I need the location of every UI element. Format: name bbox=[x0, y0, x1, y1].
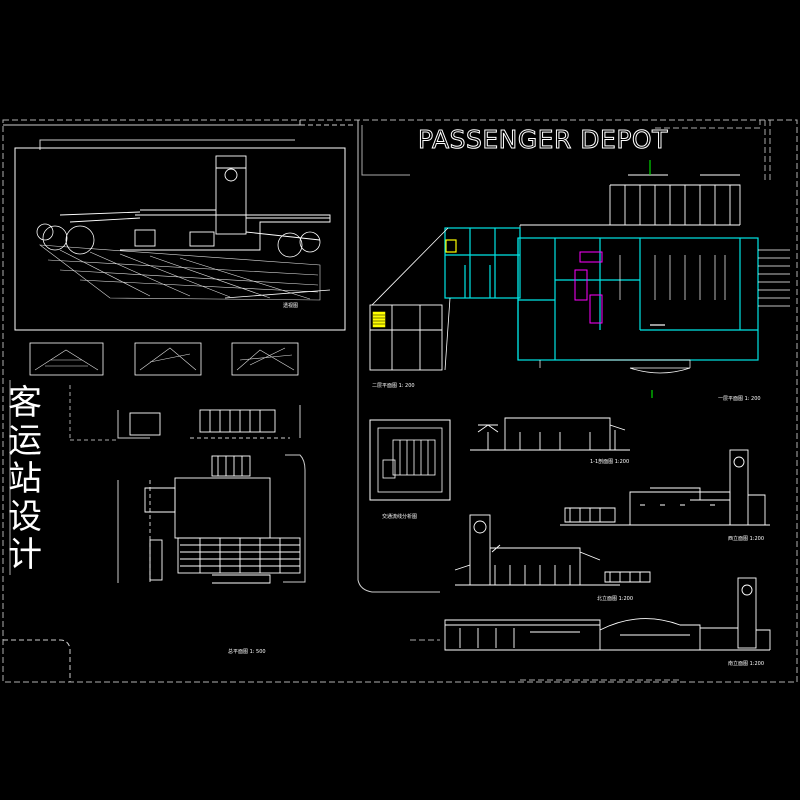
label-elev-south: 南立面图 1:200 bbox=[728, 661, 764, 667]
label-site-plan: 总平面图 1: 500 bbox=[228, 649, 266, 655]
title-char-3: 站 bbox=[8, 459, 42, 499]
label-traffic: 交通流线分析图 bbox=[382, 514, 418, 520]
label-perspective: 透视图 bbox=[283, 303, 299, 309]
label-plan-2f: 二层平面图 1: 200 bbox=[372, 383, 415, 389]
label-elev-north: 北立面图 1:200 bbox=[597, 596, 633, 602]
title-char-5: 计 bbox=[8, 535, 42, 575]
title-char-1: 客 bbox=[8, 383, 42, 423]
title-char-2: 运 bbox=[8, 421, 42, 461]
label-section: 1-1剖面图 1:200 bbox=[590, 459, 630, 465]
title-char-4: 设 bbox=[8, 497, 42, 537]
label-plan-1f: 一层平面图 1: 200 bbox=[718, 396, 761, 402]
label-elev-west: 西立面图 1:200 bbox=[728, 536, 764, 542]
sheet-title: PASSENGER DEPOT bbox=[418, 125, 668, 155]
